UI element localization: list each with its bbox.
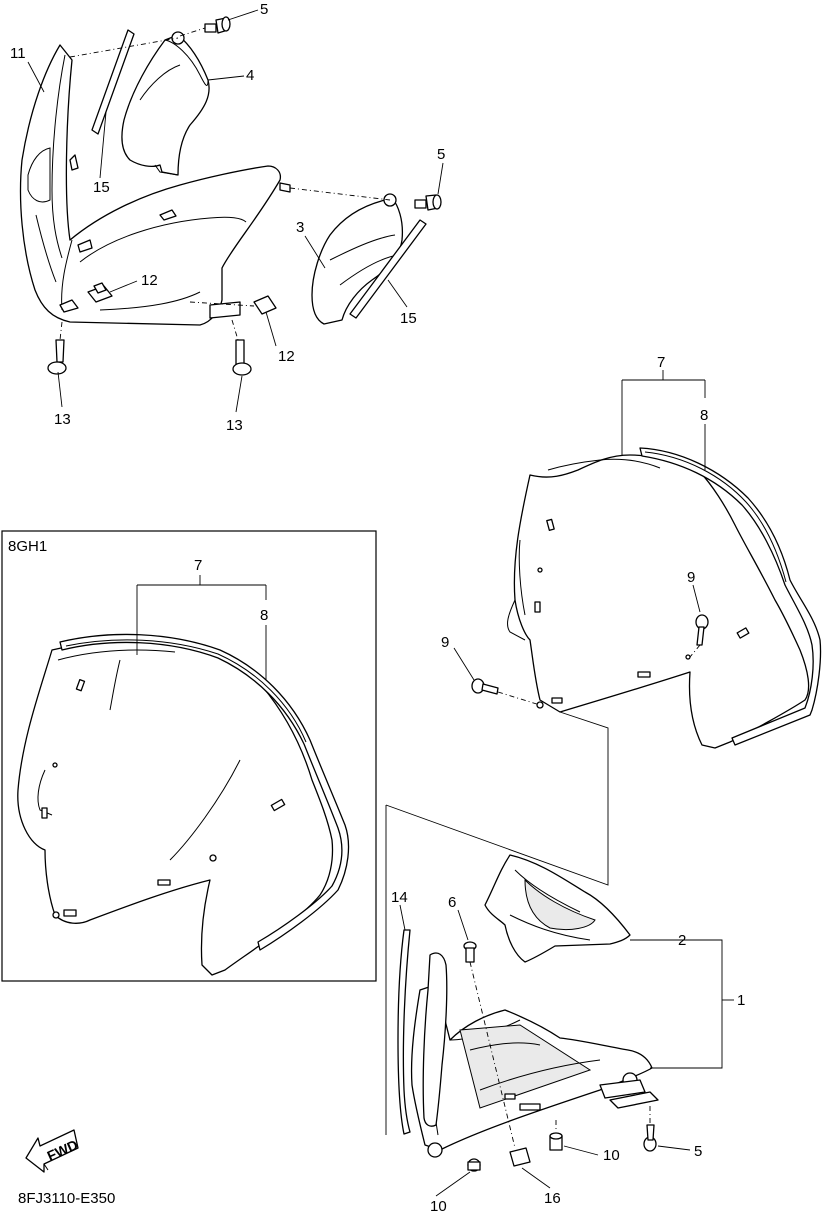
- callout-13-left: 13: [54, 411, 71, 428]
- windshield-seal-variant-part-8[interactable]: [59, 633, 350, 951]
- screw-part-9-right[interactable]: [695, 614, 709, 646]
- cover-part-2[interactable]: [484, 854, 631, 963]
- bolt-part-5-middle[interactable]: [414, 194, 442, 211]
- callout-5-top: 5: [260, 1, 268, 18]
- callout-7-variant: 7: [194, 557, 202, 574]
- callout-6: 6: [448, 894, 456, 911]
- callout-9-right: 9: [687, 569, 695, 586]
- callout-2: 2: [678, 932, 686, 949]
- callout-12-left: 12: [141, 272, 158, 289]
- callout-3: 3: [296, 219, 304, 236]
- variant-box: [1, 530, 377, 982]
- callout-10-left: 10: [430, 1198, 447, 1213]
- bolt-part-6[interactable]: [463, 941, 477, 963]
- bolt-part-5-top[interactable]: [204, 16, 231, 34]
- callout-4: 4: [246, 67, 254, 84]
- air-duct-part-4[interactable]: [121, 31, 210, 176]
- callout-15-right: 15: [400, 310, 417, 327]
- callout-5-bottom: 5: [694, 1143, 702, 1160]
- screw-part-13-right[interactable]: [232, 339, 252, 376]
- clip-nut-part-12-right[interactable]: [209, 295, 277, 319]
- variant-box-label: 8GH1: [8, 538, 47, 555]
- callout-10-right: 10: [603, 1147, 620, 1164]
- bolt-part-5-bottom[interactable]: [643, 1124, 657, 1152]
- callout-11: 11: [10, 45, 26, 62]
- cowling-body-part-11[interactable]: [19, 44, 291, 326]
- callout-5-middle: 5: [437, 146, 445, 163]
- callout-1: 1: [737, 992, 745, 1009]
- windshield-seal-part-8[interactable]: [639, 447, 822, 746]
- seal-strip-part-15-upper[interactable]: [91, 29, 135, 135]
- seal-strip-part-14[interactable]: [397, 929, 411, 1135]
- callout-12-right: 12: [278, 348, 295, 365]
- callout-8-variant: 8: [260, 607, 268, 624]
- collar-part-10-right[interactable]: [549, 1132, 563, 1151]
- diagram-id: 8FJ3110-E350: [18, 1190, 115, 1207]
- panel-frame-part-1[interactable]: [410, 984, 659, 1158]
- callout-16: 16: [544, 1190, 561, 1207]
- windshield-variant-part-7[interactable]: [17, 641, 334, 976]
- clip-part-16[interactable]: [509, 1147, 531, 1167]
- windshield-part-7[interactable]: [507, 454, 810, 749]
- collar-part-10-left[interactable]: [467, 1158, 481, 1172]
- screw-part-13-left[interactable]: [47, 339, 67, 375]
- guide-lines-lower-assy: [385, 711, 609, 1135]
- seal-strip-part-15-right[interactable]: [349, 219, 427, 319]
- callout-13-right: 13: [226, 417, 243, 434]
- callout-7-right: 7: [657, 354, 665, 371]
- callout-15-upper: 15: [93, 179, 110, 196]
- clip-nut-part-12-left[interactable]: [87, 282, 113, 303]
- screw-part-9-left[interactable]: [471, 678, 499, 695]
- callout-14: 14: [391, 889, 408, 906]
- fwd-label: FWD: [45, 1136, 81, 1164]
- variant-bracket-7: [136, 575, 267, 680]
- callout-8-right: 8: [700, 407, 708, 424]
- callout-9-left: 9: [441, 634, 449, 651]
- panel-part-2-lower[interactable]: [422, 952, 448, 1127]
- fwd-arrow-icon: FWD: [25, 1129, 81, 1173]
